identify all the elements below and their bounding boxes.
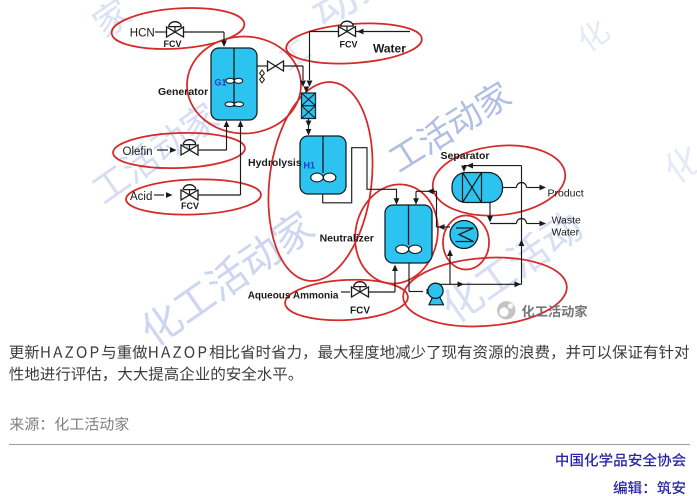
svg-text:Separator: Separator: [441, 150, 490, 162]
svg-text:Water: Water: [552, 226, 580, 238]
svg-text:Water: Water: [373, 41, 406, 55]
svg-text:Product: Product: [548, 187, 584, 199]
svg-text:FCV: FCV: [164, 39, 182, 49]
svg-text:Hydrolysis: Hydrolysis: [248, 157, 302, 169]
svg-text:HCN: HCN: [130, 27, 155, 39]
svg-text:FCV: FCV: [350, 306, 370, 317]
svg-text:Aqueous Ammonia: Aqueous Ammonia: [248, 290, 339, 301]
svg-text:Generator: Generator: [158, 86, 208, 98]
svg-text:H1: H1: [304, 161, 316, 171]
svg-text:FCV: FCV: [181, 201, 199, 211]
svg-text:FCV: FCV: [340, 40, 358, 50]
svg-text:Olefin: Olefin: [123, 146, 153, 158]
svg-text:Waste: Waste: [552, 215, 582, 227]
svg-text:G1: G1: [215, 78, 227, 88]
svg-text:Acid: Acid: [130, 191, 152, 203]
svg-text:Neutralizer: Neutralizer: [320, 233, 374, 245]
